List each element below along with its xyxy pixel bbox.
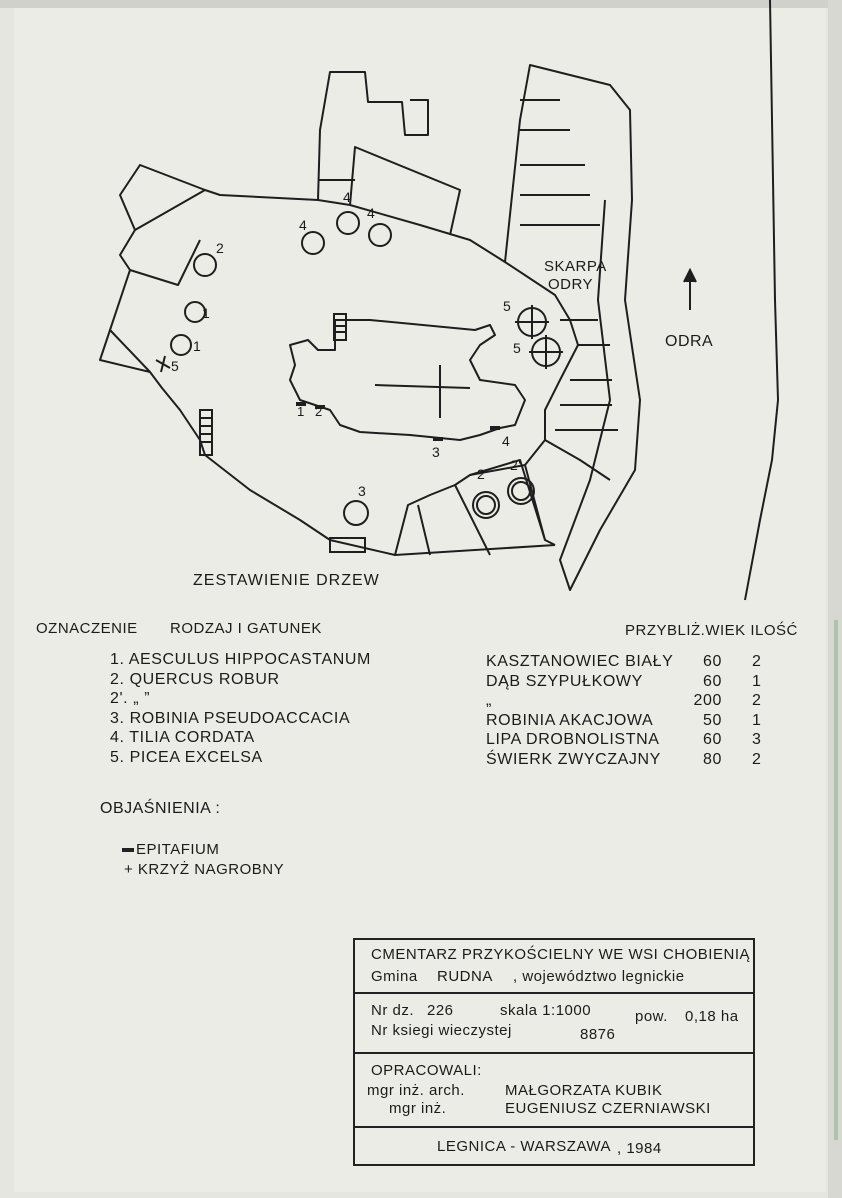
- tree-mark: 4: [502, 433, 511, 449]
- tree-mark: 1: [202, 305, 211, 321]
- gmina-value: RUDNA: [437, 968, 493, 985]
- nr-dz-label: Nr dz.: [371, 1002, 415, 1019]
- polish-name: ROBINIA AKACJOWA: [486, 711, 654, 729]
- polish-names-list: KASZTANOWIEC BIAŁY DĄB SZYPUŁKOWY „ ROBI…: [486, 652, 673, 769]
- latin-names-list: 1. AESCULUS HIPPOCASTANUM 2. QUERCUS ROB…: [110, 650, 371, 767]
- count-value: 2: [752, 750, 762, 768]
- title-block: CMENTARZ PRZYKOŚCIELNY WE WSI CHOBIENIĄ …: [353, 938, 755, 1166]
- nr-dz-value: 226: [427, 1002, 454, 1019]
- header-rodzaj: RODZAJ I GATUNEK: [170, 620, 322, 637]
- tree-mark: 1: [297, 404, 305, 419]
- pow-value: 0,18 ha: [685, 1008, 739, 1025]
- cross-mark: [155, 355, 171, 373]
- polish-name: LIPA DROBNOLISTNA: [486, 731, 660, 748]
- scan-edge-top: [0, 0, 842, 8]
- tree-symbols: [170, 211, 563, 526]
- polish-name: DĄB SZYPUŁKOWY: [486, 672, 643, 690]
- opracowali-label: OPRACOWALI:: [371, 1062, 482, 1079]
- latin-name: 2'. „ ”: [110, 690, 151, 707]
- map-sheet: [14, 6, 826, 1192]
- age-value: 200: [693, 692, 722, 709]
- age-value: 60: [703, 672, 722, 690]
- counts-list: 2 1 2 1 3 2: [752, 652, 762, 769]
- scan-artifact-strip: [834, 620, 838, 1140]
- tree-mark: 4: [343, 189, 352, 205]
- ages-list: 60 60 200 50 60 80: [690, 652, 722, 769]
- polish-name: ŚWIERK ZWYCZAJNY: [486, 750, 661, 768]
- divider: [355, 992, 753, 994]
- map-label-skarpa: SKARPA: [544, 258, 607, 275]
- age-value: 80: [703, 750, 722, 768]
- place: LEGNICA - WARSZAWA: [437, 1138, 612, 1155]
- gmina-label: Gmina: [371, 968, 418, 985]
- title-block-title: CMENTARZ PRZYKOŚCIELNY WE WSI CHOBIENIĄ: [371, 946, 750, 963]
- year: , 1984: [617, 1140, 662, 1157]
- tree-mark: 2: [477, 466, 486, 482]
- tree-mark: 5: [171, 358, 180, 374]
- map-label-odry: ODRY: [548, 276, 594, 293]
- legend-epitafium-label: EPITAFIUM: [136, 841, 220, 858]
- tree-mark: 3: [432, 444, 441, 460]
- count-value: 2: [752, 653, 762, 670]
- tree-mark: 5: [503, 298, 512, 314]
- tree-mark: 3: [358, 483, 367, 499]
- age-value: 60: [703, 731, 722, 748]
- latin-name: 4. TILIA CORDATA: [110, 729, 255, 746]
- age-value: 60: [703, 653, 722, 670]
- header-oznaczenie: OZNACZENIE: [36, 620, 138, 637]
- skala: skala 1:1000: [500, 1002, 592, 1019]
- author1-title: mgr inż. arch.: [367, 1082, 465, 1099]
- tree-mark: 1: [193, 338, 202, 354]
- polish-name: KASZTANOWIEC BIAŁY: [486, 653, 674, 670]
- tree-mark: 2': [510, 457, 522, 473]
- author1-name: MAŁGORZATA KUBIK: [505, 1082, 663, 1099]
- ksiega-value: 8876: [580, 1026, 616, 1043]
- cemetery-plan: [99, 0, 780, 601]
- divider: [355, 1126, 753, 1128]
- wojewodztwo: , województwo legnickie: [513, 968, 685, 985]
- polish-name: „: [486, 692, 492, 709]
- epitaph-marks: [296, 402, 500, 441]
- count-value: 3: [752, 731, 762, 748]
- author2-title: mgr inż.: [389, 1100, 447, 1117]
- latin-name: 5. PICEA EXCELSA: [110, 748, 263, 766]
- cemetery-outline: [99, 64, 641, 591]
- tree-mark: 4: [367, 205, 376, 221]
- legend-krzyz: + KRZYŻ NAGROBNY: [124, 861, 285, 878]
- stairs-hatch: [199, 313, 366, 553]
- ksiega-label: Nr ksiegi wieczystej: [371, 1022, 512, 1039]
- section-heading: ZESTAWIENIE DRZEW: [193, 572, 380, 589]
- latin-name: 3. ROBINIA PSEUDOACCACIA: [110, 709, 351, 727]
- legend-epitafium: EPITAFIUM: [122, 841, 219, 858]
- tree-mark: 4: [299, 217, 308, 233]
- epitaph-symbol: [122, 848, 134, 853]
- tree-mark: 2: [315, 404, 323, 419]
- age-value: 50: [703, 711, 722, 729]
- pow-label: pow.: [635, 1008, 668, 1025]
- author2-name: EUGENIUSZ CZERNIAWSKI: [505, 1100, 711, 1117]
- latin-name: 1. AESCULUS HIPPOCASTANUM: [110, 651, 371, 668]
- count-value: 1: [752, 672, 762, 690]
- divider: [355, 1052, 753, 1054]
- tree-mark: 2: [216, 240, 225, 256]
- count-value: 2: [752, 692, 762, 709]
- latin-name: 2. QUERCUS ROBUR: [110, 670, 280, 688]
- river-bank: [683, 0, 780, 601]
- header-wiek-ilosc: PRZYBLIŻ.WIEK ILOŚĆ: [625, 622, 798, 639]
- count-value: 1: [752, 711, 762, 729]
- map-label-odra: ODRA: [665, 333, 714, 350]
- legend-title: OBJAŚNIENIA :: [100, 800, 221, 817]
- tree-mark: 5: [513, 340, 522, 356]
- scan-edge-right: [828, 0, 842, 1198]
